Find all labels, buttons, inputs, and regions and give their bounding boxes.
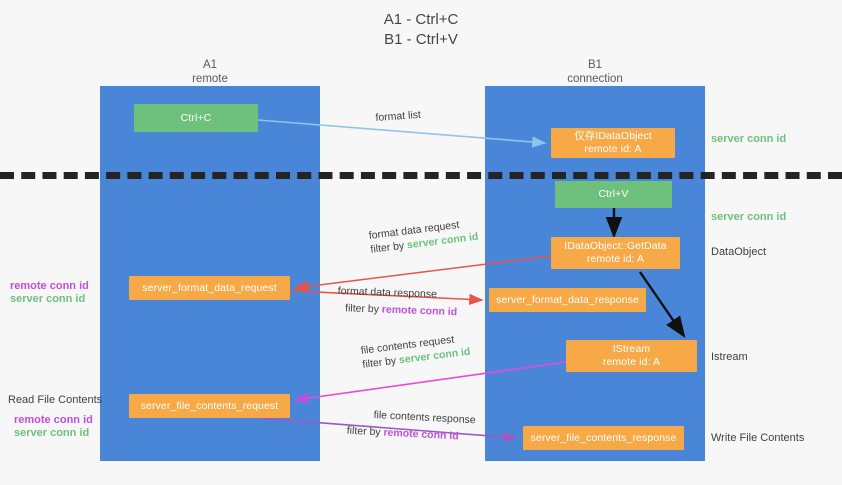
left-label-remote-conn-id-lower: remote conn id (14, 414, 93, 426)
title-line-2: B1 - Ctrl+V (384, 31, 458, 48)
box-server-file-contents-response[interactable]: server_file_contents_response (523, 426, 684, 450)
left-label-read-file-contents: Read File Contents (8, 394, 103, 406)
caption-file-contents-response: file contents response filter by remote … (346, 408, 476, 444)
filter-prefix: filter by (346, 424, 384, 439)
box-istream-line1: IStream (612, 343, 651, 355)
filter-prefix: filter by (361, 354, 400, 371)
caption-format-data-response: format data response filter by remote co… (337, 284, 458, 319)
box-server-format-data-response-label: server_format_data_response (496, 293, 639, 306)
filter-prefix: filter by (344, 302, 383, 316)
caption-file-contents-request: file contents request filter by server c… (360, 331, 471, 372)
lane-a1-sub: remote (192, 73, 228, 85)
box-idataobject-top[interactable]: 仅存IDataObject remote id: A (551, 128, 675, 158)
box-istream[interactable]: IStream remote id: A (566, 340, 697, 372)
left-label-remote-conn-id-upper: remote conn id (10, 280, 89, 292)
lane-b1-name: B1 (587, 59, 603, 71)
lane-header-b1: B1 connection (485, 58, 705, 86)
right-label-server-conn-id-top: server conn id (711, 133, 787, 145)
caption-format-data-response-filter: filter by remote conn id (345, 301, 457, 319)
phase-divider (0, 172, 842, 179)
right-label-dataobject: DataObject (711, 246, 767, 258)
lane-header-a1: A1 remote (100, 58, 320, 86)
box-server-format-data-request[interactable]: server_format_data_request (129, 276, 290, 300)
filter-value-remote-conn-id: remote conn id (381, 303, 458, 319)
box-ctrl-c[interactable]: Ctrl+C (134, 104, 258, 132)
page-title: A1 - Ctrl+C B1 - Ctrl+V (0, 10, 842, 50)
box-idataobject-top-line2: remote id: A (584, 143, 642, 155)
box-idataobject-getdata[interactable]: IDataObject::GetData remote id: A (551, 237, 680, 269)
caption-format-list-text: format list (375, 108, 422, 124)
box-idataobject-top-line1: 仅存IDataObject (574, 130, 652, 142)
lane-a1-name: A1 (202, 59, 218, 71)
caption-format-data-request: format data request filter by server con… (368, 216, 479, 257)
left-label-server-conn-id-upper: server conn id (10, 293, 86, 305)
lane-b1-sub: connection (567, 73, 623, 85)
box-ctrl-c-label: Ctrl+C (180, 111, 212, 124)
box-server-file-contents-response-label: server_file_contents_response (530, 431, 677, 444)
box-server-file-contents-request[interactable]: server_file_contents_request (129, 394, 290, 418)
box-ctrl-v[interactable]: Ctrl+V (555, 181, 672, 208)
right-label-istream: Istream (711, 351, 748, 363)
filter-prefix: filter by (369, 239, 408, 256)
caption-file-contents-response-text: file contents response (373, 408, 476, 427)
box-getdata-line2: remote id: A (586, 253, 645, 265)
box-server-format-data-response[interactable]: server_format_data_response (489, 288, 646, 312)
box-server-format-data-request-label: server_format_data_request (142, 281, 277, 294)
right-label-server-conn-id-second: server conn id (711, 211, 787, 223)
title-line-1: A1 - Ctrl+C (383, 11, 459, 28)
filter-value-remote-conn-id: remote conn id (383, 426, 459, 443)
box-istream-line2: remote id: A (602, 356, 661, 368)
left-label-server-conn-id-lower: server conn id (14, 427, 90, 439)
box-getdata-line1: IDataObject::GetData (564, 240, 667, 252)
caption-file-contents-response-filter: filter by remote conn id (346, 424, 475, 445)
caption-format-list: format list (375, 108, 421, 125)
caption-format-data-response-text: format data response (337, 284, 438, 301)
right-label-write-file-contents: Write File Contents (711, 432, 805, 444)
box-ctrl-v-label: Ctrl+V (598, 188, 629, 200)
box-server-file-contents-request-label: server_file_contents_request (140, 399, 279, 412)
